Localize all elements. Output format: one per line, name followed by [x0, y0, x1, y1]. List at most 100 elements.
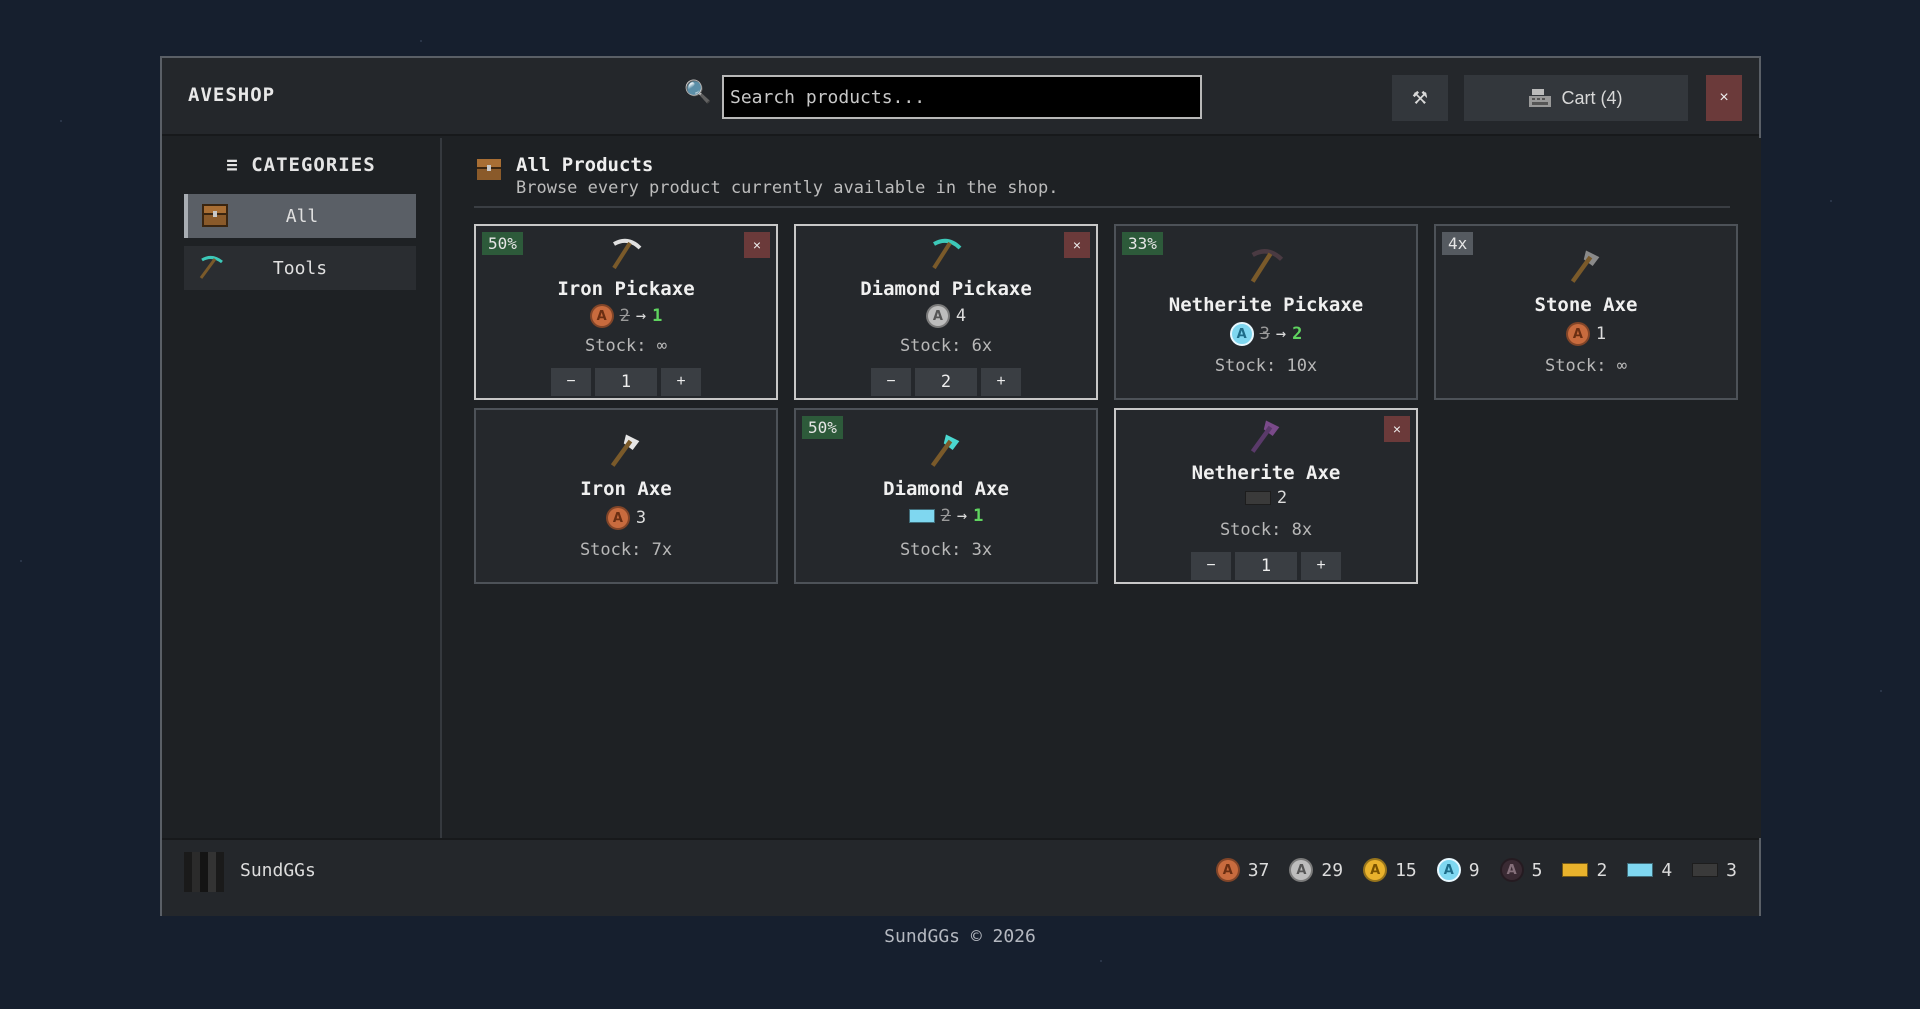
diamond-coin-icon: A — [1229, 322, 1254, 346]
price: 3 — [635, 508, 647, 528]
stock-label: Stock: ∞ — [585, 336, 667, 356]
cart-button[interactable]: Cart (4) — [1464, 75, 1688, 121]
close-window-button[interactable]: × — [1706, 75, 1742, 121]
new-price: 1 — [973, 506, 984, 526]
new-price: 1 — [652, 306, 663, 326]
netherite-ingot-icon — [1244, 491, 1271, 505]
product-card-stone-axe[interactable]: 4x Stone Axe A 1 Stock: ∞ — [1434, 224, 1738, 400]
stock-label: Stock: 3x — [899, 540, 993, 560]
netherite-coin-icon: A — [1499, 858, 1524, 882]
balance-silver-coin: A 29 — [1289, 858, 1343, 882]
page-title: All Products — [516, 154, 654, 176]
gold-coin-icon: A — [1363, 858, 1388, 882]
stock-label: Stock: 7x — [579, 540, 673, 560]
close-icon: × — [1392, 421, 1402, 437]
balance-amount: 29 — [1321, 859, 1344, 881]
balance-amount: 9 — [1468, 859, 1480, 881]
close-icon: × — [1719, 89, 1729, 106]
product-card-iron-pickaxe[interactable]: 50% × Iron Pickaxe A 2 → 1 Stock: ∞ − 1 … — [474, 224, 778, 400]
quantity-value: 2 — [915, 368, 977, 396]
sidebar-item-all[interactable]: All — [184, 194, 416, 238]
categories-sidebar: ≡ CATEGORIES All Tools — [162, 138, 442, 838]
quantity-value: 1 — [1235, 552, 1297, 580]
balance-amount: 3 — [1726, 859, 1737, 881]
arrow-right-icon: → — [1275, 324, 1287, 344]
sidebar-item-label: Tools — [272, 257, 328, 279]
decrease-quantity-button[interactable]: − — [871, 368, 911, 396]
price-row: A 1 — [1436, 322, 1736, 346]
bronze-coin-icon: A — [589, 304, 614, 328]
product-name: Iron Pickaxe — [557, 278, 695, 300]
username: SundGGs — [240, 860, 316, 881]
price-row: 2 — [1116, 488, 1416, 508]
iron-axe-icon — [606, 430, 646, 474]
cash-register-icon — [1529, 89, 1552, 107]
remove-from-cart-button[interactable]: × — [1064, 232, 1090, 258]
shop-window: AVESHOP 🔍 ⚒ Cart (4) × ≡ CATEGORIES — [160, 56, 1761, 916]
chest-icon — [202, 202, 228, 233]
discount-badge: 33% — [1122, 232, 1163, 255]
price-row: 2 → 1 — [796, 506, 1096, 526]
stock-label: Stock: ∞ — [1545, 356, 1627, 376]
stone-axe-icon — [1566, 246, 1606, 290]
diamond-pickaxe-icon — [198, 254, 224, 285]
product-name: Iron Axe — [580, 478, 672, 500]
categories-heading: ≡ CATEGORIES — [226, 154, 376, 176]
decrease-quantity-button[interactable]: − — [551, 368, 591, 396]
balance-diamond-ingot: 4 — [1627, 860, 1672, 881]
avatar — [184, 852, 224, 892]
page-subtitle: Browse every product currently available… — [516, 178, 1059, 198]
hammer-pick-icon: ⚒ — [1411, 87, 1429, 108]
brand-title: AVESHOP — [188, 84, 276, 106]
silver-coin-icon: A — [1289, 858, 1314, 882]
products-panel: All Products Browse every product curren… — [444, 138, 1761, 838]
search-input[interactable] — [722, 75, 1202, 119]
quantity-value: 1 — [595, 368, 657, 396]
price: 1 — [1595, 324, 1607, 344]
sidebar-item-label: All — [285, 205, 319, 227]
balance-netherite-ingot: 3 — [1692, 860, 1737, 881]
netherite-pickaxe-icon — [1246, 246, 1286, 290]
increase-quantity-button[interactable]: + — [981, 368, 1021, 396]
bronze-coin-icon: A — [1565, 322, 1590, 346]
balance-amount: 15 — [1395, 859, 1417, 881]
diamond-axe-icon — [926, 430, 966, 474]
balance-amount: 2 — [1596, 859, 1608, 881]
netherite-axe-icon — [1246, 416, 1286, 460]
product-card-netherite-axe[interactable]: × Netherite Axe 2 Stock: 8x − 1 + — [1114, 408, 1418, 584]
decrease-quantity-button[interactable]: − — [1191, 552, 1231, 580]
divider — [474, 206, 1730, 208]
product-name: Diamond Axe — [883, 478, 1009, 500]
product-card-diamond-pickaxe[interactable]: × Diamond Pickaxe A 4 Stock: 6x − 2 + — [794, 224, 1098, 400]
quantity-badge: 4x — [1442, 232, 1474, 255]
arrow-right-icon: → — [956, 506, 968, 526]
stock-label: Stock: 10x — [1214, 356, 1318, 376]
admin-tools-button[interactable]: ⚒ — [1392, 75, 1448, 121]
remove-from-cart-button[interactable]: × — [1384, 416, 1410, 442]
product-card-iron-axe[interactable]: Iron Axe A 3 Stock: 7x — [474, 408, 778, 584]
stock-label: Stock: 8x — [1219, 520, 1313, 540]
silver-coin-icon: A — [925, 304, 950, 328]
price: 2 — [1276, 488, 1288, 508]
stock-label: Stock: 6x — [899, 336, 993, 356]
diamond-coin-icon: A — [1436, 858, 1461, 882]
chest-icon — [476, 156, 502, 186]
increase-quantity-button[interactable]: + — [661, 368, 701, 396]
discount-badge: 50% — [482, 232, 523, 255]
sidebar-item-tools[interactable]: Tools — [184, 246, 416, 290]
product-card-diamond-axe[interactable]: 50% Diamond Axe 2 → 1 Stock: 3x — [794, 408, 1098, 584]
remove-from-cart-button[interactable]: × — [744, 232, 770, 258]
price: 4 — [955, 306, 967, 326]
arrow-right-icon: → — [635, 306, 647, 326]
product-card-netherite-pickaxe[interactable]: 33% Netherite Pickaxe A 3 → 2 Stock: 10x — [1114, 224, 1418, 400]
balance-gold-ingot: 2 — [1562, 860, 1607, 881]
old-price: 3 — [1259, 324, 1270, 344]
balance-amount: 4 — [1661, 859, 1673, 881]
top-bar: AVESHOP 🔍 ⚒ Cart (4) × — [162, 58, 1759, 136]
increase-quantity-button[interactable]: + — [1301, 552, 1341, 580]
